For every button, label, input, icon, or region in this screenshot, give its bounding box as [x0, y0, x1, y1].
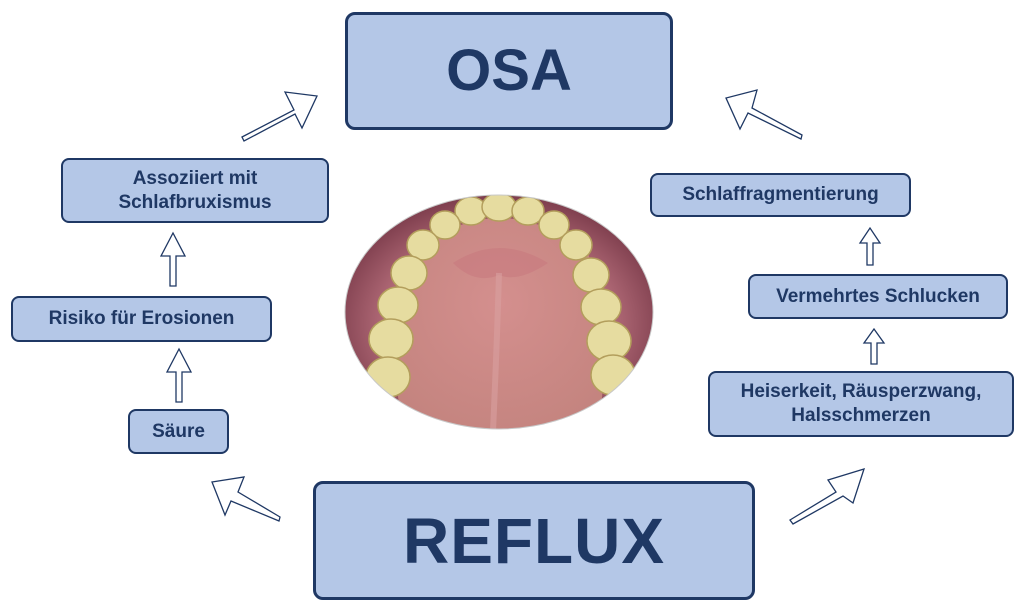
risiko-label: Risiko für Erosionen	[48, 308, 235, 330]
saeure-label: Säure	[152, 420, 205, 442]
arrow-left-to-osa	[241, 91, 318, 142]
osa-box: OSA	[345, 12, 673, 130]
heiserkeit-label: Heiserkeit, Räusperzwang, Halsschmerzen	[740, 381, 982, 426]
heiserkeit-box: Heiserkeit, Räusperzwang, Halsschmerzen	[708, 371, 1014, 437]
reflux-box: REFLUX	[313, 481, 755, 600]
arrow-reflux-to-saeure	[211, 476, 281, 522]
arrow-right-to-osa	[725, 89, 803, 140]
arrow-reflux-to-heiserkeit	[789, 468, 866, 525]
arrow-risiko-to-assoziiert	[159, 231, 187, 287]
risiko-box: Risiko für Erosionen	[11, 296, 272, 342]
reflux-label: REFLUX	[403, 504, 665, 577]
schlucken-box: Vermehrtes Schlucken	[748, 274, 1008, 319]
arrow-schlucken-to-schlaf	[858, 226, 882, 266]
schlaffragmentierung-box: Schlaffragmentierung	[650, 173, 911, 217]
assoziiert-box: Assoziiert mit Schlafbruxismus	[61, 158, 329, 223]
assoziiert-label: Assoziiert mit Schlafbruxismus	[118, 167, 272, 213]
palate-photo	[344, 194, 654, 430]
arrow-saeure-to-risiko	[165, 347, 193, 403]
schlucken-label: Vermehrtes Schlucken	[776, 285, 980, 307]
saeure-box: Säure	[128, 409, 229, 454]
schlaffragmentierung-label: Schlaffragmentierung	[682, 184, 879, 206]
osa-label: OSA	[446, 37, 572, 103]
arrow-heiserkeit-to-schlucken	[862, 327, 886, 365]
